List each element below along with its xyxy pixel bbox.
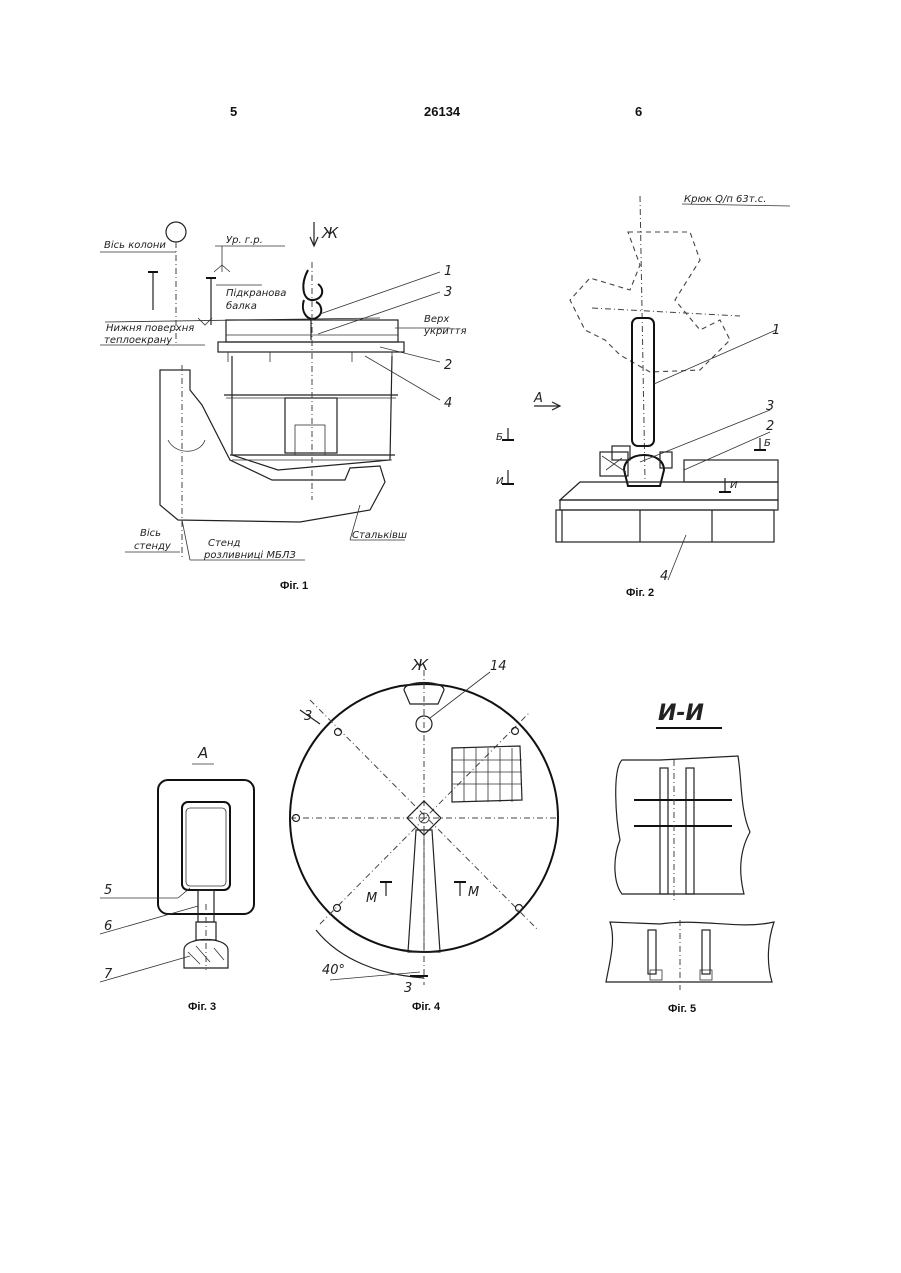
- figure-4: Ж 14 3: [290, 656, 558, 1013]
- fig3-callout-5: 5: [104, 883, 112, 898]
- fig1-label-level: Ур. г.р.: [226, 235, 263, 246]
- fig1-callout-1: 1: [444, 264, 452, 279]
- fig2-section-i-left: И: [496, 476, 504, 487]
- fig2-section-b-right: Б: [764, 438, 771, 449]
- fig3-callout-7: 7: [104, 967, 113, 982]
- fig1-label-stand-2: розливниці МБЛЗ: [203, 549, 296, 561]
- fig4-section-z-top: 3: [304, 709, 312, 724]
- fig2-section-b-left: Б: [496, 432, 503, 443]
- figure-1: Ж Віс: [100, 222, 466, 592]
- figure-5: И-И Фіг. 5: [606, 701, 774, 1015]
- fig4-angle-label: 40°: [322, 963, 345, 978]
- fig2-view-a: А: [533, 391, 543, 406]
- fig3-caption: Фіг. 3: [188, 1001, 216, 1013]
- fig2-label-hook: Крюк Q/п 63т.с.: [684, 194, 766, 205]
- fig4-caption: Фіг. 4: [412, 1001, 441, 1013]
- fig4-view-label: Ж: [411, 656, 429, 674]
- fig3-view-label: А: [197, 744, 208, 762]
- fig2-callout-2: 2: [766, 419, 774, 434]
- fig2-callout-3: 3: [766, 399, 774, 414]
- fig5-caption: Фіг. 5: [668, 1003, 696, 1015]
- fig4-section-z-bottom: 3: [404, 981, 412, 996]
- fig2-caption: Фіг. 2: [626, 587, 654, 599]
- fig1-view-arrow-label: Ж: [321, 224, 339, 242]
- fig1-label-crane-beam-2: балка: [226, 300, 257, 312]
- figure-3: А 5 6 7 Фіг. 3: [100, 744, 254, 1013]
- fig1-label-stand-axis-1: Вісь: [140, 527, 161, 539]
- fig1-callout-3: 3: [444, 285, 452, 300]
- fig2-callout-1: 1: [772, 323, 780, 338]
- fig1-label-cover-top-2: укриття: [423, 326, 466, 337]
- fig1-callout-4: 4: [444, 396, 452, 411]
- fig2-callout-4: 4: [660, 569, 668, 584]
- fig5-section-title: И-И: [658, 701, 704, 726]
- fig1-label-heat-screen-2: теплоекрану: [104, 335, 173, 346]
- fig4-section-m-left: М: [366, 891, 377, 906]
- fig1-label-cover-top-1: Верх: [424, 314, 449, 325]
- fig1-label-crane-beam-1: Підкранова: [226, 287, 286, 299]
- fig1-label-ladle: Стальківш: [352, 529, 407, 541]
- fig1-caption: Фіг. 1: [280, 580, 308, 592]
- figure-2: Крюк Q/п 63т.с. А Б Б И И 1 3 2 4 Фіг. 2: [496, 194, 790, 599]
- fig4-section-m-right: М: [468, 885, 479, 900]
- fig1-label-column-axis: Вісь колони: [104, 239, 166, 251]
- fig1-callout-2: 2: [444, 358, 452, 373]
- fig1-label-stand-1: Стенд: [208, 538, 240, 549]
- fig4-callout-14: 14: [490, 659, 507, 674]
- fig2-section-i-right: И: [730, 480, 738, 491]
- fig3-callout-6: 6: [104, 919, 112, 934]
- fig1-label-stand-axis-2: стенду: [134, 541, 172, 552]
- fig1-label-heat-screen-1: Нижня поверхня: [106, 323, 194, 334]
